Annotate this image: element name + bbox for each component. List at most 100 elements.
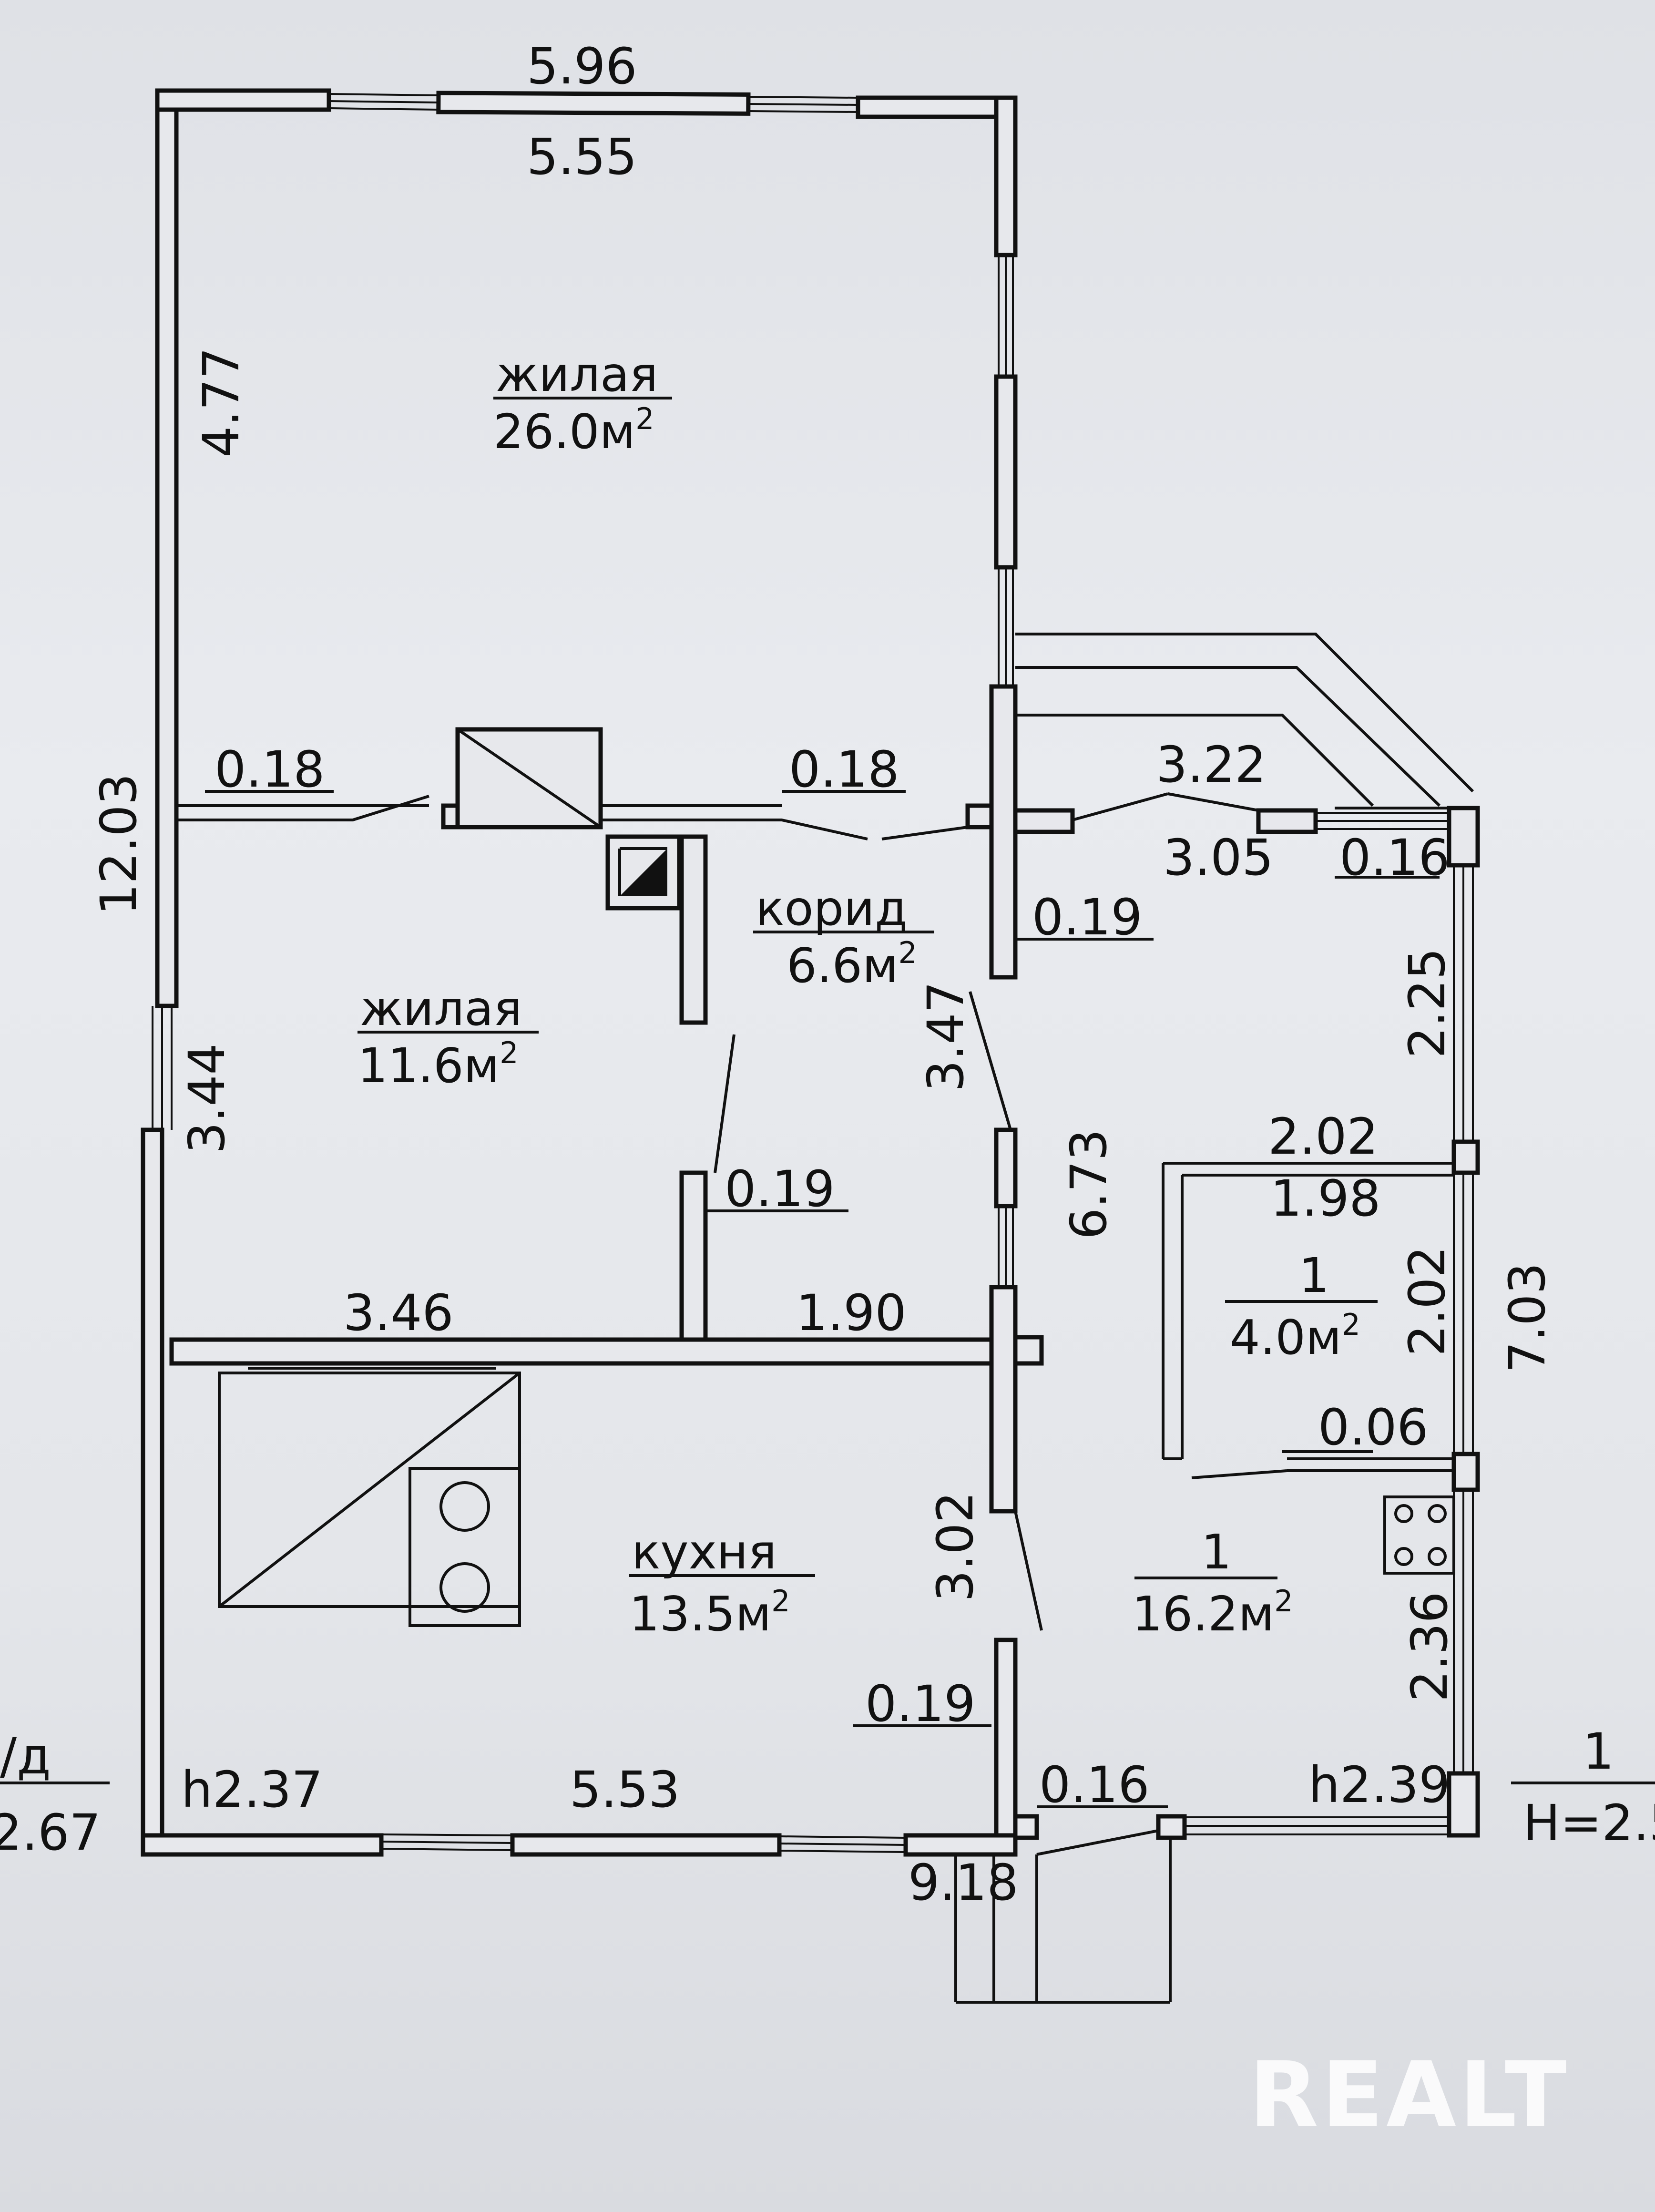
dim-bottom-annex: 0.16 bbox=[1039, 1756, 1150, 1814]
bottom-wall-left bbox=[141, 1833, 384, 1857]
room-living-small-area: 11.6м2 bbox=[358, 1035, 519, 1094]
dim-partition-mid: 0.18 bbox=[789, 740, 899, 799]
dim-closet-outer: 2.02 bbox=[1268, 1107, 1379, 1166]
dim-left-upper: 4.77 bbox=[192, 347, 250, 458]
dim-closet-inner: 1.98 bbox=[1270, 1169, 1381, 1228]
dim-kitchen-wall-right: 1.90 bbox=[796, 1284, 907, 1342]
room-corridor-name: корид bbox=[756, 881, 908, 936]
dim-annex-right-upper: 2.25 bbox=[1398, 948, 1456, 1058]
margin-left-top: /д bbox=[0, 1727, 51, 1785]
dim-closet-side: 2.02 bbox=[1398, 1246, 1456, 1356]
annex-outline-3 bbox=[1015, 714, 1374, 807]
margin-right-top: 1 bbox=[1583, 1722, 1614, 1781]
annex-stove bbox=[1383, 1495, 1455, 1575]
door-swing-3 bbox=[881, 826, 968, 840]
annex-corner-bottom bbox=[1447, 1771, 1480, 1838]
vertical-partition-lower bbox=[679, 1170, 708, 1342]
dim-height-left: h2.37 bbox=[181, 1761, 323, 1819]
central-window bbox=[998, 1206, 1014, 1287]
annex-door-3 bbox=[1036, 1829, 1159, 1856]
closet-door bbox=[1191, 1469, 1287, 1479]
annex-top-window bbox=[1316, 812, 1454, 830]
annex-pier-1 bbox=[1451, 1139, 1480, 1175]
door-swing-6 bbox=[1014, 1511, 1043, 1631]
dim-partition-left: 0.18 bbox=[215, 740, 325, 799]
dim-bottom-wall: 0.19 bbox=[865, 1675, 976, 1733]
dim-annex-right-total: 7.03 bbox=[1498, 1262, 1556, 1373]
chimney-fill bbox=[620, 849, 667, 896]
annex-top-stub-2 bbox=[1256, 808, 1318, 834]
vertical-partition-upper bbox=[679, 834, 708, 1025]
stove-top bbox=[409, 1467, 521, 1627]
bottom-window-right bbox=[779, 1835, 906, 1853]
room-annex-small-area: 4.0м2 bbox=[1230, 1307, 1360, 1365]
kitchen-wall bbox=[169, 1337, 994, 1366]
room-labels: жилая 26.0м2 жилая 11.6м2 корид 6.6м2 ку… bbox=[358, 347, 1360, 1642]
annex-pier-2 bbox=[1451, 1452, 1480, 1492]
annex-door-2 bbox=[1167, 792, 1259, 812]
dim-annex-inner: 3.05 bbox=[1163, 829, 1274, 887]
dim-central-len: 6.73 bbox=[1060, 1129, 1118, 1239]
bottom-wall-right bbox=[903, 1833, 1018, 1857]
dimension-underlines bbox=[0, 790, 1655, 1808]
room-kitchen-name: кухня bbox=[632, 1524, 776, 1580]
right-window-1 bbox=[998, 255, 1014, 377]
dim-annex-right-lower: 2.36 bbox=[1400, 1591, 1459, 1702]
dim-total-length: 9.18 bbox=[908, 1854, 1019, 1912]
annex-outline-2 bbox=[1015, 666, 1441, 807]
annex-bottom-stub-2 bbox=[1156, 1814, 1187, 1840]
top-wall-mid bbox=[436, 91, 751, 116]
room-kitchen-area: 13.5м2 bbox=[629, 1584, 790, 1642]
top-window-right bbox=[748, 96, 858, 113]
door-swing-1 bbox=[352, 795, 429, 821]
central-wall-pier bbox=[1013, 1335, 1044, 1366]
dim-height-right: h2.39 bbox=[1308, 1756, 1450, 1814]
dim-closet-bottom: 0.06 bbox=[1318, 1398, 1429, 1456]
top-window-left bbox=[328, 93, 439, 111]
dim-top-outer: 5.96 bbox=[527, 37, 637, 95]
dim-kitchen-side: 3.02 bbox=[926, 1491, 984, 1602]
partitions bbox=[169, 727, 1043, 1631]
burner-1 bbox=[439, 1481, 490, 1532]
bottom-right-wall bbox=[994, 1638, 1018, 1857]
central-wall-stub bbox=[994, 1127, 1018, 1208]
annex-right-window-1 bbox=[1453, 865, 1474, 1142]
annex-outline-1 bbox=[1015, 633, 1474, 793]
annex-right-window-2 bbox=[1453, 1173, 1474, 1454]
counter-diagonal bbox=[218, 1372, 521, 1608]
left-wall-upper bbox=[155, 88, 179, 1008]
room-living-small-name: жилая bbox=[360, 981, 522, 1036]
room-living-large-name: жилая bbox=[496, 347, 658, 402]
right-wall-top bbox=[994, 95, 1018, 257]
room-annex-large-num: 1 bbox=[1201, 1524, 1232, 1580]
annex-bottom-window bbox=[1185, 1816, 1449, 1835]
top-wall-right bbox=[856, 95, 1018, 119]
central-wall-upper bbox=[989, 684, 1018, 980]
margin-right-bottom: H=2.5 bbox=[1523, 1794, 1655, 1852]
room-annex-small-num: 1 bbox=[1299, 1248, 1329, 1303]
left-wall-lower bbox=[141, 1127, 164, 1857]
dim-corridor-wall: 0.19 bbox=[1032, 888, 1143, 946]
dim-top-inner: 5.55 bbox=[527, 128, 637, 186]
kitchen-fixtures bbox=[218, 1367, 521, 1627]
stove-diagonal bbox=[457, 728, 602, 829]
outer-walls bbox=[141, 88, 1044, 1857]
door-jamb-2 bbox=[965, 803, 994, 830]
dim-left-lower: 3.44 bbox=[178, 1043, 236, 1154]
annex-bottom-stub-1 bbox=[1013, 1814, 1039, 1840]
porch bbox=[954, 1838, 1172, 2004]
room-annex-large-area: 16.2м2 bbox=[1132, 1584, 1293, 1642]
annex-door-1 bbox=[1072, 792, 1168, 821]
margin-left-bottom: 2.67 bbox=[0, 1803, 101, 1862]
annex-corner-top bbox=[1447, 806, 1480, 868]
annex bbox=[954, 633, 1480, 2004]
dimension-labels: 5.96 5.55 4.77 12.03 3.44 0.18 0.18 3.22… bbox=[0, 37, 1655, 1912]
door-swing-5 bbox=[969, 991, 1012, 1130]
dim-left-total: 12.03 bbox=[90, 773, 148, 915]
right-window-2 bbox=[998, 567, 1014, 686]
door-swing-4 bbox=[714, 1034, 736, 1173]
room-living-large-area: 26.0м2 bbox=[493, 401, 654, 460]
left-window bbox=[152, 1006, 173, 1130]
